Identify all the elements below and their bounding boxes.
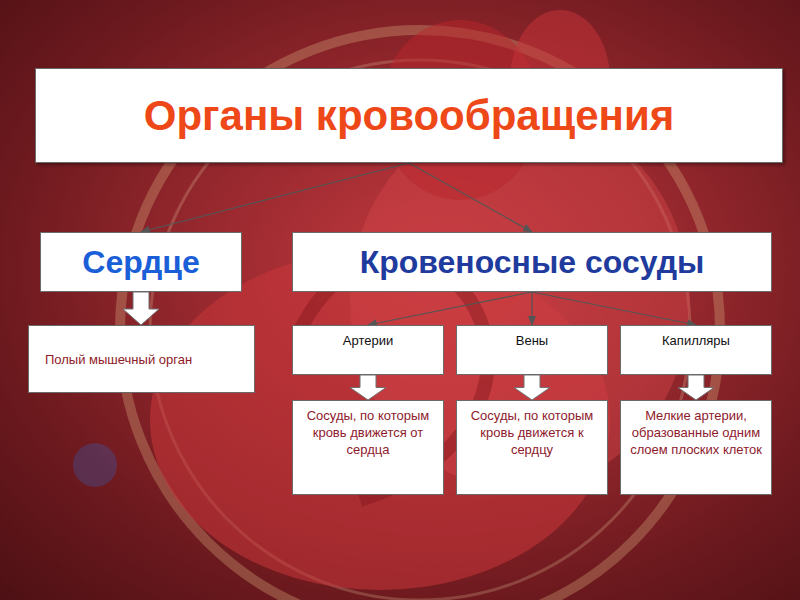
block-arrow bbox=[678, 375, 714, 400]
definition-box: Полый мышечный орган bbox=[28, 325, 255, 393]
vessel-type-box: Вены bbox=[456, 325, 608, 375]
category-box: Кровеносные сосуды bbox=[292, 232, 772, 292]
connector-line bbox=[409, 163, 532, 232]
block-arrow bbox=[350, 375, 386, 400]
box-text: Артерии bbox=[343, 333, 393, 348]
box-text: Кровеносные сосуды bbox=[360, 244, 705, 281]
definition-box: Сосуды, по которым кровь движется к серд… bbox=[456, 400, 608, 495]
box-text: Капилляры bbox=[662, 333, 730, 348]
box-text: Сосуды, по которым кровь движется к серд… bbox=[463, 408, 601, 459]
vessel-type-box: Артерии bbox=[292, 325, 444, 375]
connector-line bbox=[531, 292, 532, 325]
box-text: Мелкие артерии, образованные одним слоем… bbox=[627, 408, 765, 459]
vessel-type-box: Капилляры bbox=[620, 325, 772, 375]
box-text: Сердце bbox=[82, 244, 199, 281]
box-text: Органы кровообращения bbox=[144, 92, 674, 140]
box-text: Вены bbox=[516, 333, 548, 348]
category-box: Сердце bbox=[40, 232, 242, 292]
block-arrow bbox=[514, 375, 550, 400]
definition-box: Мелкие артерии, образованные одним слоем… bbox=[620, 400, 772, 495]
box-text: Полый мышечный орган bbox=[45, 352, 192, 367]
connector-line bbox=[532, 292, 696, 325]
definition-box: Сосуды, по которым кровь движется от сер… bbox=[292, 400, 444, 495]
box-text: Сосуды, по которым кровь движется от сер… bbox=[299, 408, 437, 459]
connector-line bbox=[368, 292, 532, 325]
connector-line bbox=[141, 163, 409, 232]
block-arrow bbox=[123, 292, 159, 325]
title-box: Органы кровообращения bbox=[35, 68, 783, 163]
